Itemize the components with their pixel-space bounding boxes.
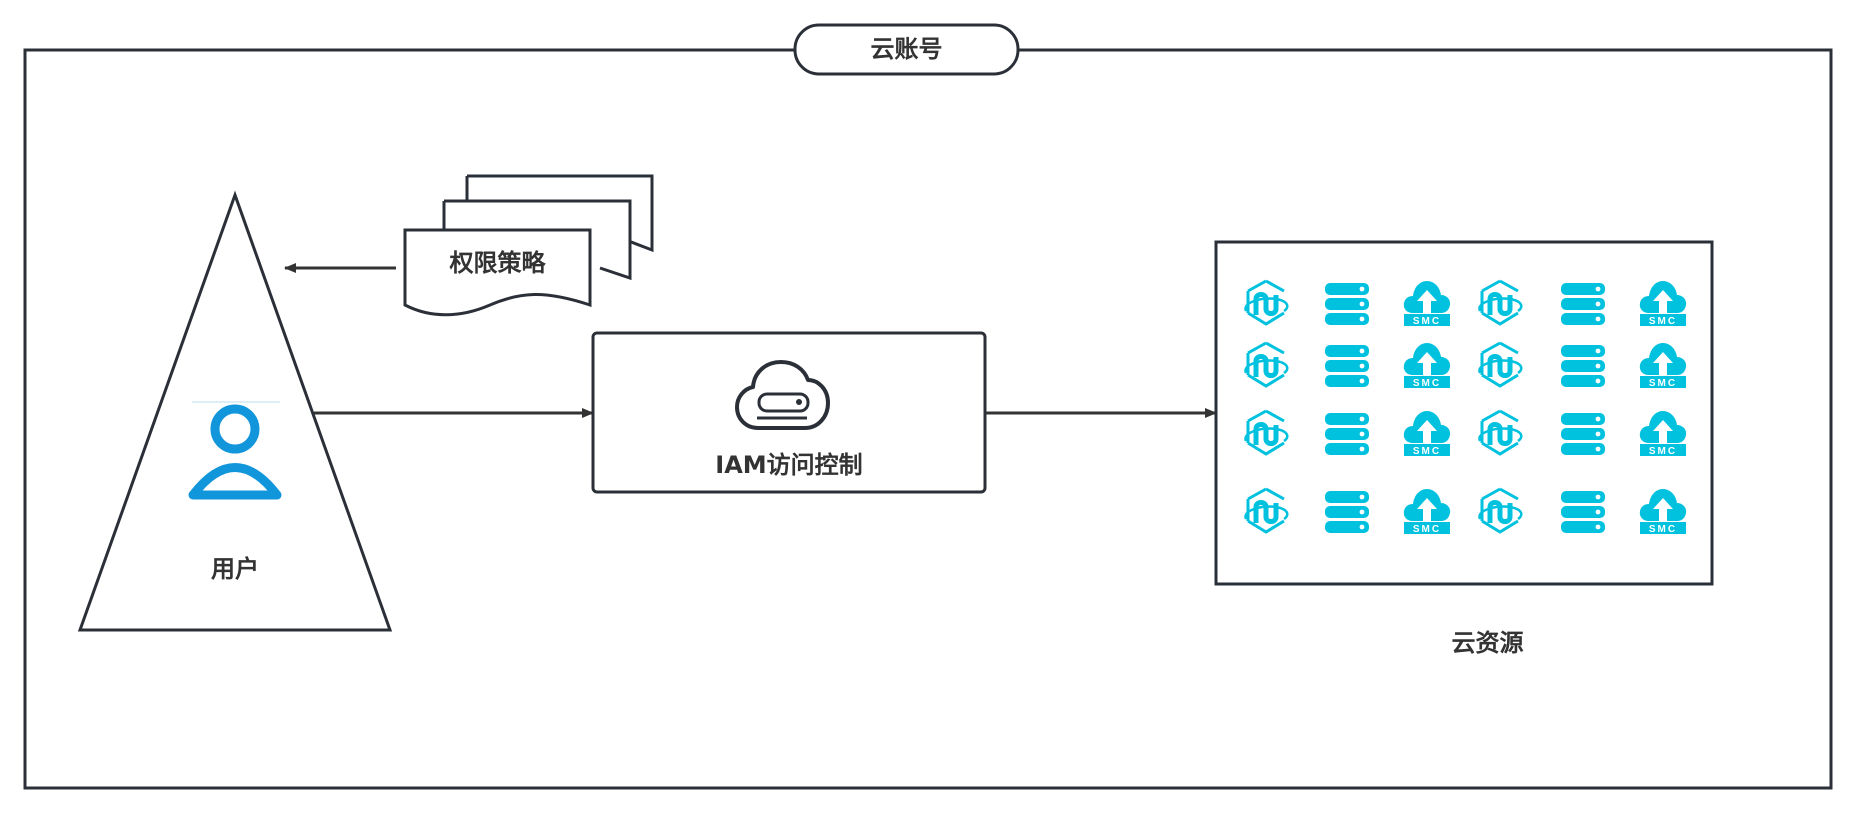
cloud-resources-label: 云资源 [1451,629,1524,657]
smc-cloud-upload-icon: SMC [1637,485,1689,537]
cloud-account-title: 云账号 [870,35,943,63]
server-rack-icon [1321,485,1373,537]
server-rack-icon [1557,485,1609,537]
svg-text:SMC: SMC [1413,524,1441,535]
smc-cloud-upload-icon: SMC [1401,277,1453,329]
smc-cloud-upload-icon: SMC [1637,339,1689,391]
server-rack-icon [1557,277,1609,329]
network-link-icon [1240,485,1292,537]
svg-text:SMC: SMC [1413,316,1441,327]
smc-cloud-upload-icon: SMC [1637,407,1689,459]
smc-cloud-upload-icon: SMC [1401,407,1453,459]
user-icon [188,401,282,500]
network-link-icon [1240,407,1292,459]
cloud-resources-box [1214,240,1714,586]
policy-label: 权限策略 [449,249,546,277]
svg-text:SMC: SMC [1649,378,1677,389]
network-link-icon [1240,339,1292,391]
server-rack-icon [1321,339,1373,391]
server-rack-icon [1557,407,1609,459]
network-link-icon [1474,339,1526,391]
svg-text:SMC: SMC [1413,446,1441,457]
network-link-icon [1474,485,1526,537]
iam-label: IAM访问控制 [715,451,863,479]
smc-cloud-upload-icon: SMC [1401,339,1453,391]
svg-text:SMC: SMC [1649,446,1677,457]
resource-icon-grid: SMC SMC SMC SMC SMC SMC SMC SMC [1216,242,1712,584]
svg-text:SMC: SMC [1413,378,1441,389]
user-label: 用户 [211,555,259,583]
server-rack-icon [1321,407,1373,459]
network-link-icon [1240,277,1292,329]
cloud-server-icon [735,360,830,430]
svg-text:SMC: SMC [1649,524,1677,535]
network-link-icon [1474,277,1526,329]
cloud-account-title-pill [793,23,1020,76]
network-link-icon [1474,407,1526,459]
smc-cloud-upload-icon: SMC [1637,277,1689,329]
policy-document-stack-icon [403,174,654,317]
smc-cloud-upload-icon: SMC [1401,485,1453,537]
server-rack-icon [1321,277,1373,329]
server-rack-icon [1557,339,1609,391]
svg-text:SMC: SMC [1649,316,1677,327]
